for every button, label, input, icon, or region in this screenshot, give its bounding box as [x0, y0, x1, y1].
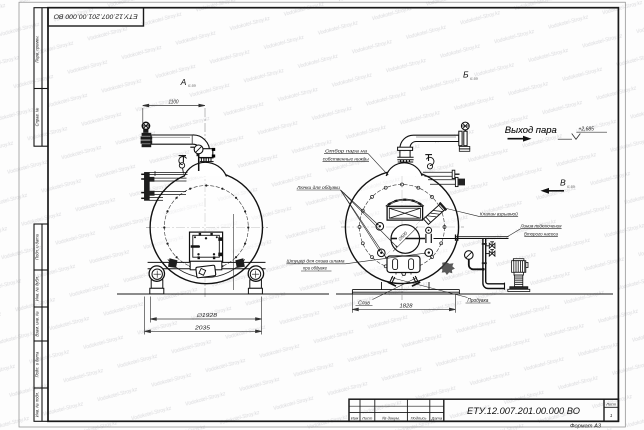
svg-text:Подп. и дата: Подп. и дата: [35, 233, 40, 259]
svg-text:Слив: Слив: [358, 300, 370, 306]
svg-text:В: В: [560, 178, 566, 188]
svg-text:Дата: Дата: [431, 415, 443, 420]
svg-text:Б: Б: [463, 70, 469, 80]
svg-text:Второго насоса: Второго насоса: [524, 231, 558, 237]
svg-text:Подпись: Подпись: [411, 415, 427, 420]
svg-text:Лючки для обдувки: Лючки для обдувки: [296, 185, 340, 191]
svg-text:при обдувке: при обдувке: [303, 266, 327, 272]
svg-text:Лист: Лист: [361, 415, 373, 420]
svg-text:Штуцер для слива шлама: Штуцер для слива шлама: [287, 259, 345, 265]
svg-text:№ докум.: № докум.: [382, 415, 400, 420]
svg-text:собственные нужды: собственные нужды: [323, 156, 369, 162]
svg-text:Клапан взрывной: Клапан взрывной: [480, 211, 518, 218]
svg-text:Инв. № дубл.: Инв. № дубл.: [35, 276, 40, 301]
svg-text:Справ. №: Справ. №: [35, 107, 40, 126]
svg-text:А: А: [180, 77, 187, 87]
svg-text:Продувка: Продувка: [467, 298, 488, 304]
svg-text:ЕТУ.12.007.201.00.000 ВО: ЕТУ.12.007.201.00.000 ВО: [54, 12, 138, 19]
svg-text:1: 1: [610, 413, 613, 418]
svg-text:Линия подключения: Линия подключения: [520, 224, 562, 230]
svg-text:Выход пара: Выход пара: [505, 125, 557, 135]
svg-text:+2,685: +2,685: [579, 126, 595, 132]
svg-text:Изм: Изм: [351, 415, 359, 420]
svg-text:∅1928: ∅1928: [196, 313, 217, 319]
svg-text:Взам. инв. №: Взам. инв. №: [35, 311, 40, 337]
svg-text:(1:10): (1:10): [567, 185, 575, 189]
svg-text:ЕТУ.12.007.201.00.000 ВО: ЕТУ.12.007.201.00.000 ВО: [467, 406, 581, 417]
svg-text:Инв. № подл.: Инв. № подл.: [35, 392, 40, 417]
svg-text:Формат А3: Формат А3: [570, 423, 601, 429]
svg-text:1828: 1828: [400, 303, 413, 309]
svg-text:(1:10): (1:10): [470, 77, 478, 81]
svg-text:Перв. примен.: Перв. примен.: [35, 35, 40, 62]
svg-text:Подп. и дата: Подп. и дата: [35, 351, 40, 377]
svg-text:1100: 1100: [169, 99, 179, 105]
svg-text:(1:10): (1:10): [188, 84, 196, 88]
svg-text:Лист: Лист: [605, 403, 616, 407]
svg-text:Отбор пара на: Отбор пара на: [325, 148, 367, 154]
svg-text:∅500: ∅500: [397, 230, 409, 242]
svg-text:2035: 2035: [194, 325, 210, 331]
